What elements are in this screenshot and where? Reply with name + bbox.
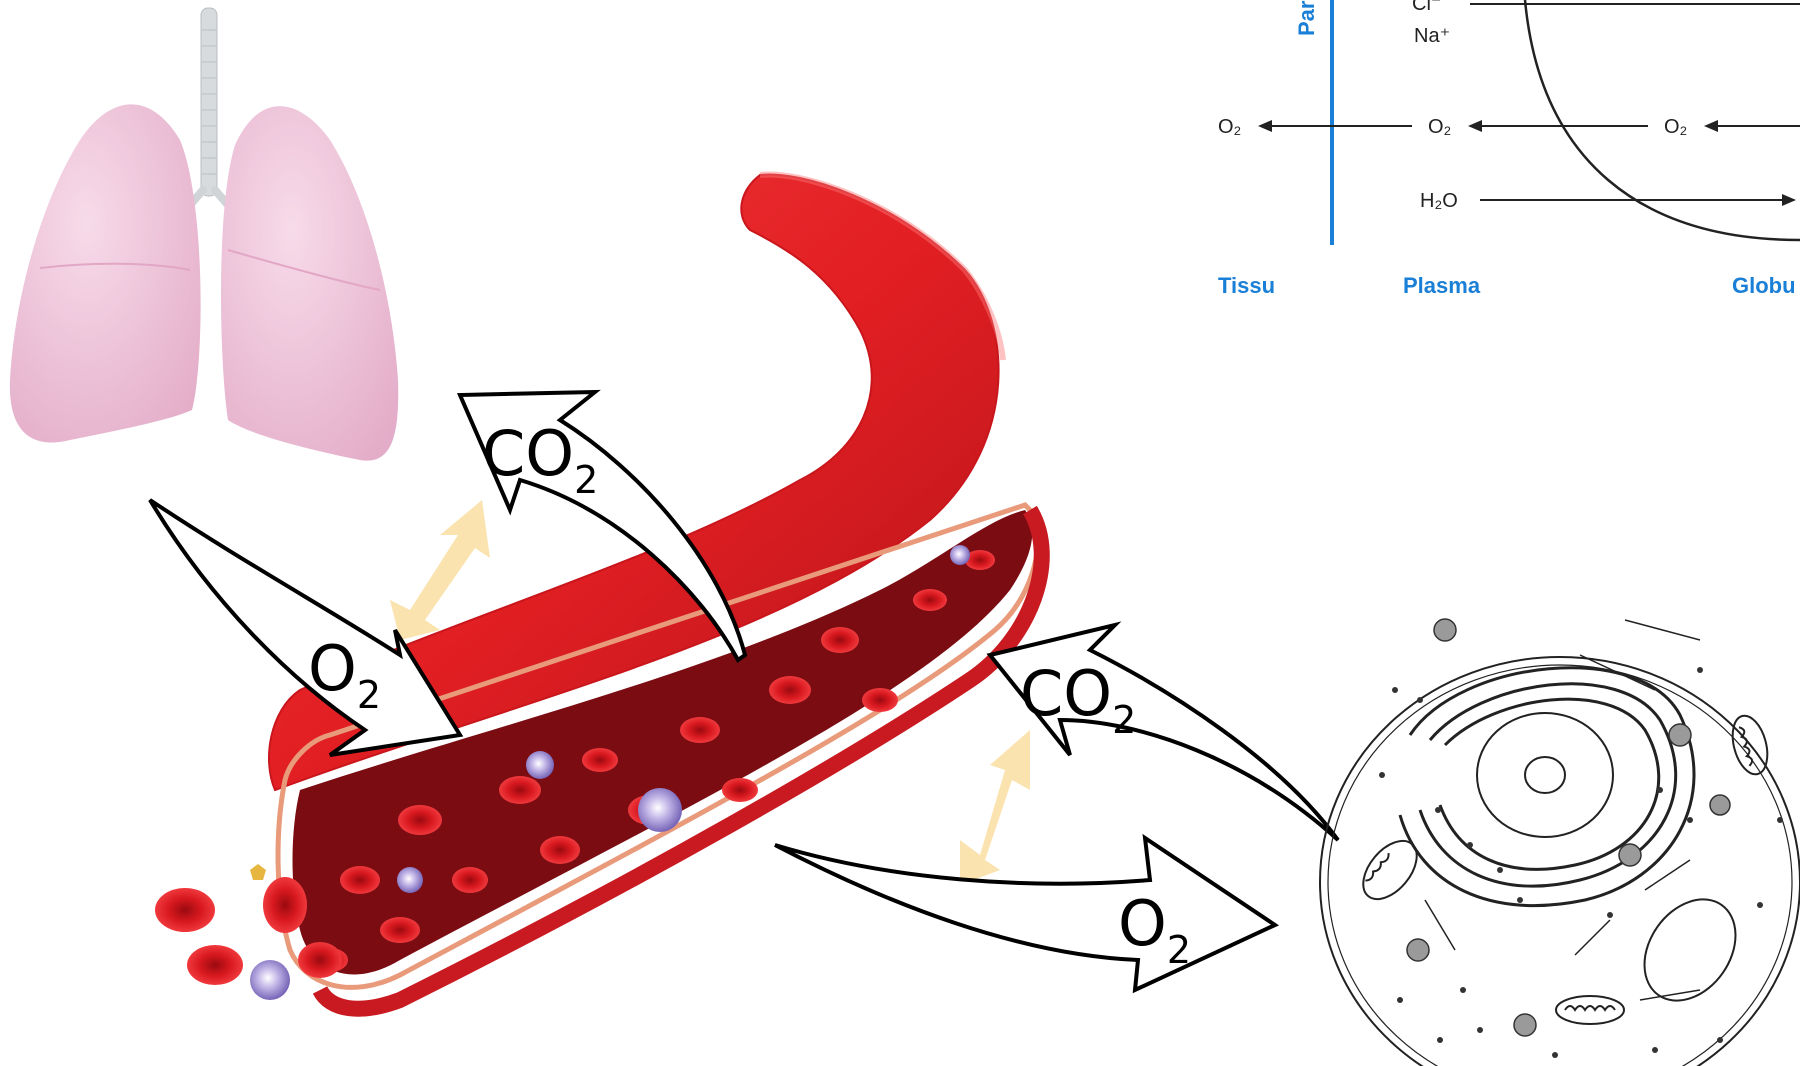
lysosome xyxy=(1619,844,1641,866)
lysosome xyxy=(1514,1014,1536,1036)
inset-row-cl: Cl⁻ xyxy=(1412,0,1441,15)
lysosome xyxy=(1434,619,1456,641)
co2-top-label: CO2 xyxy=(482,417,598,502)
nucleolus xyxy=(1525,757,1565,793)
white-blood-cell-icon xyxy=(397,867,423,893)
inset-h2o: H₂O xyxy=(1420,190,1458,212)
inset-h2o-arrowhead xyxy=(1782,194,1796,206)
mitochondrion-cristae xyxy=(1565,1006,1615,1010)
inset-o2-arrowhead-1 xyxy=(1258,120,1272,132)
red-blood-cell-icon xyxy=(398,805,442,835)
red-blood-cell-icon xyxy=(913,589,947,611)
inset-diagram: Par Cl⁻ Na⁺ O₂ O₂ O₂ H₂O Tissu Plasma Gl… xyxy=(1218,0,1800,298)
red-blood-cell-icon xyxy=(540,836,580,864)
vacuole xyxy=(1626,882,1755,1018)
white-blood-cell-icon xyxy=(526,751,554,779)
inset-o2-cell: O₂ xyxy=(1664,116,1687,138)
red-blood-cell-icon xyxy=(155,888,215,932)
inset-o2-plasma: O₂ xyxy=(1428,116,1451,138)
lungs-icon xyxy=(10,8,398,461)
microtubule xyxy=(1425,900,1455,950)
white-blood-cell-icon xyxy=(250,960,290,1000)
red-blood-cell-icon xyxy=(722,778,758,802)
animal-cell-icon xyxy=(1320,620,1800,1066)
red-blood-cell-icon xyxy=(380,917,420,943)
red-blood-cell-icon xyxy=(821,627,859,653)
cell-membrane xyxy=(1320,657,1800,1066)
mitochondrion-icon xyxy=(1353,831,1427,909)
red-blood-cell-icon xyxy=(680,717,720,743)
o2-cell-entry-arrow xyxy=(775,838,1275,990)
lysosome xyxy=(1407,939,1429,961)
red-blood-cell-icon xyxy=(862,688,898,712)
inset-o2-arrowhead-2 xyxy=(1468,120,1482,132)
red-blood-cell-icon xyxy=(452,867,488,893)
right-lung xyxy=(221,106,398,461)
inset-o2-arrowhead-3 xyxy=(1704,120,1718,132)
left-lung xyxy=(10,104,201,442)
microtubule xyxy=(1575,920,1610,955)
platelet-icon xyxy=(250,864,266,880)
red-blood-cell-icon xyxy=(769,676,811,704)
inset-col-globu: Globu xyxy=(1732,273,1796,298)
lysosome xyxy=(1710,795,1730,815)
mitochondrion-icon xyxy=(1556,996,1624,1024)
nucleus xyxy=(1477,713,1613,837)
red-blood-cell-icon xyxy=(298,942,342,978)
red-blood-cell-icon xyxy=(582,748,618,772)
white-blood-cell-icon xyxy=(950,545,970,565)
inset-col-plasma: Plasma xyxy=(1403,273,1481,298)
inset-o2-tissue: O₂ xyxy=(1218,116,1241,138)
cell-membrane-inner xyxy=(1328,665,1792,1066)
red-blood-cell-icon xyxy=(187,945,243,985)
inset-col-tissu: Tissu xyxy=(1218,273,1275,298)
inset-row-na: Na⁺ xyxy=(1414,25,1450,47)
lysosome xyxy=(1669,724,1691,746)
endoplasmic-reticulum-2 xyxy=(1440,699,1659,869)
red-blood-cell-icon xyxy=(340,866,380,894)
red-blood-cell-icon xyxy=(263,877,307,933)
red-blood-cell-icon xyxy=(499,776,541,804)
microtubule xyxy=(1625,620,1700,640)
inset-partial-label: Par xyxy=(1294,0,1319,36)
trachea xyxy=(201,8,217,196)
white-blood-cell-icon xyxy=(638,788,682,832)
exchange-arrow-icon xyxy=(960,730,1030,885)
inset-cell-membrane xyxy=(1525,0,1800,240)
mitochondrion-cristae xyxy=(1365,853,1390,883)
